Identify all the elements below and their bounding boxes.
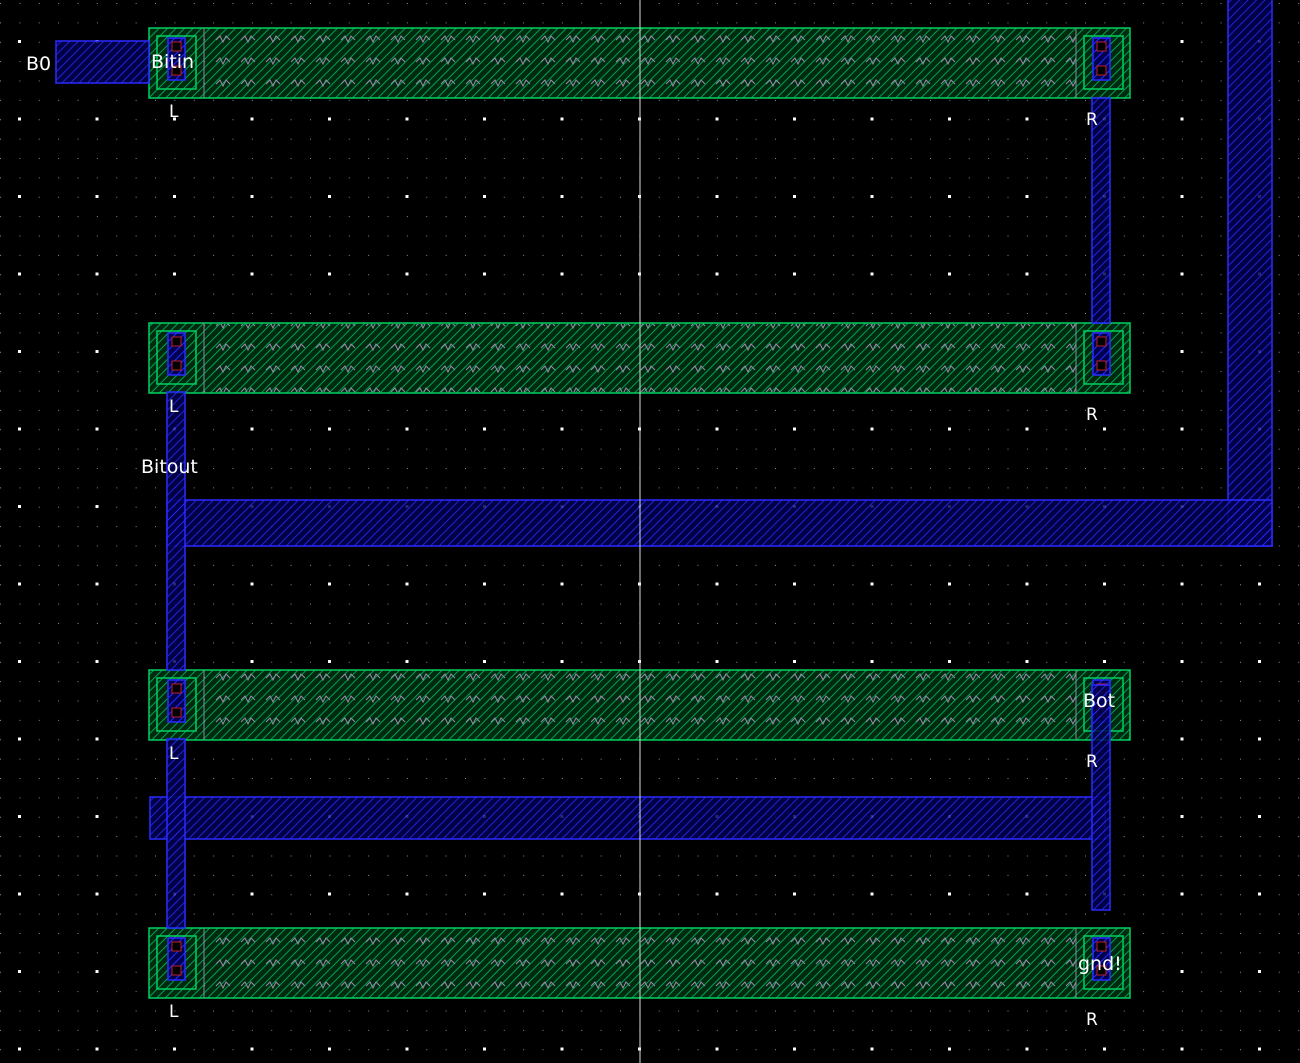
via-contact [1096, 965, 1107, 976]
metal-left-vertical-2[interactable] [166, 738, 186, 929]
via-contact [171, 683, 182, 694]
metal-b0-stub[interactable] [55, 40, 150, 84]
right-terminal[interactable] [1083, 330, 1124, 385]
pin-label-right: R [1086, 110, 1098, 130]
left-terminal[interactable] [156, 35, 197, 90]
metal-wires [55, 0, 1273, 929]
via-contact [1096, 41, 1107, 52]
pin-label-left: L [169, 744, 179, 764]
label-bitin[interactable]: Bitin [151, 51, 194, 73]
pin-label-left: L [169, 397, 179, 417]
via-contact [171, 707, 182, 718]
via-contact [171, 941, 182, 952]
label-bot[interactable]: Bot [1083, 690, 1115, 712]
via-contact [171, 360, 182, 371]
via-contact [171, 336, 182, 347]
label-b0[interactable]: B0 [26, 53, 51, 75]
metal-left-vertical-1[interactable] [166, 391, 186, 671]
via-contact [171, 965, 182, 976]
pin-label-left: L [169, 1002, 179, 1022]
right-terminal[interactable] [1083, 935, 1124, 990]
metal-right-vertical-1[interactable] [1091, 97, 1111, 324]
label-bitout[interactable]: Bitout [141, 456, 198, 478]
metal-right-rail[interactable] [1227, 0, 1273, 547]
metal-horizontal-bitout[interactable] [166, 499, 1273, 547]
left-terminal[interactable] [156, 677, 197, 732]
via-contact [1096, 336, 1107, 347]
via-contact [171, 65, 182, 76]
metal-right-vertical-2[interactable] [1091, 684, 1111, 911]
pin-label-right: R [1086, 752, 1098, 772]
label-gnd[interactable]: gnd! [1078, 953, 1122, 975]
via-contact [1096, 941, 1107, 952]
right-terminal[interactable] [1083, 35, 1124, 90]
via-contact [1096, 65, 1107, 76]
via-contact [1096, 360, 1107, 371]
pin-label-left: L [169, 102, 179, 122]
metal-horizontal-lower[interactable] [149, 796, 1106, 840]
pin-label-right: R [1086, 1010, 1098, 1030]
via-contact [171, 41, 182, 52]
pin-label-right: R [1086, 405, 1098, 425]
left-terminal[interactable] [156, 935, 197, 990]
left-terminal[interactable] [156, 330, 197, 385]
